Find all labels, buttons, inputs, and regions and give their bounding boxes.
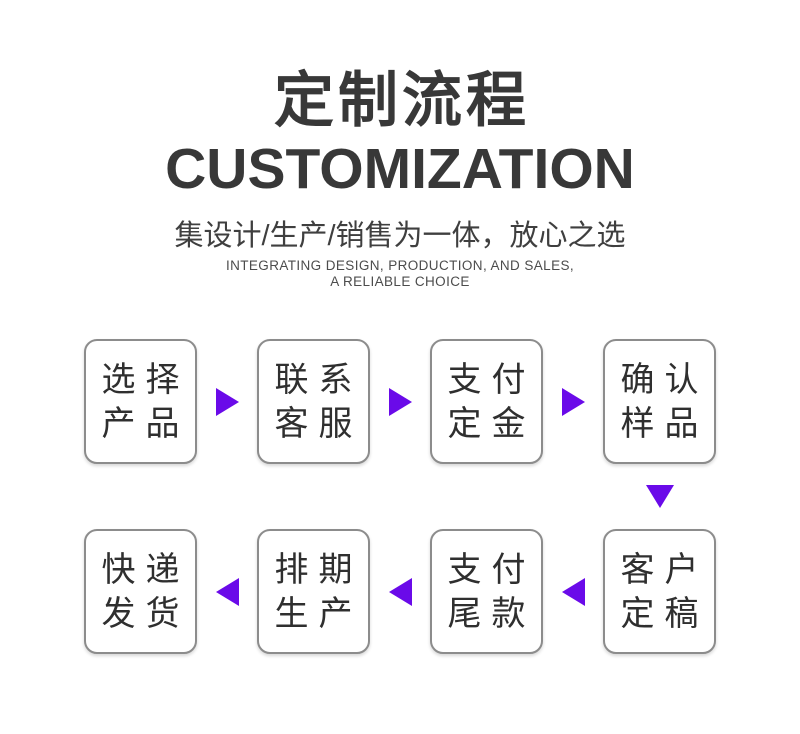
step-label-line2: 生产 [274, 594, 363, 633]
step-label-line1: 选择 [101, 360, 190, 399]
flow-step-pay-deposit: 支付 定金 [430, 339, 543, 464]
subtitle-english-line2: A RELIABLE CHOICE [330, 273, 470, 289]
arrow-down-icon [646, 485, 674, 508]
process-flow-diagram: 选择 产品 联系 客服 支付 定金 确认 样品 [84, 339, 716, 654]
step-label-line2: 定金 [447, 404, 536, 443]
flow-step-client-finalize: 客户 定稿 [603, 529, 716, 654]
step-label-line2: 定稿 [620, 594, 709, 633]
step-label-line1: 联系 [274, 360, 363, 399]
flow-bottom-row: 快递 发货 排期 生产 支付 尾款 客户 定稿 [84, 529, 716, 654]
step-label-line2: 发货 [101, 594, 190, 633]
flow-row-connector [84, 464, 716, 529]
flow-connector [370, 339, 430, 464]
subtitle-english-line1: INTEGRATING DESIGN, PRODUCTION, AND SALE… [225, 258, 575, 273]
arrow-right-icon [561, 387, 585, 416]
arrow-left-icon [561, 577, 585, 606]
step-label-line1: 快递 [101, 550, 190, 589]
flow-step-select-product: 选择 产品 [84, 339, 197, 464]
arrow-left-icon [388, 577, 412, 606]
flow-top-row: 选择 产品 联系 客服 支付 定金 确认 样品 [84, 339, 716, 464]
subtitle-english: INTEGRATING DESIGN, PRODUCTION, AND SALE… [0, 258, 800, 289]
page-title-chinese: 定制流程 [274, 67, 530, 134]
step-label-line1: 支付 [447, 550, 536, 589]
step-label-line1: 支付 [447, 360, 536, 399]
flow-connector [543, 339, 603, 464]
flow-connector [197, 339, 257, 464]
arrow-right-icon [215, 387, 239, 416]
step-label-line2: 产品 [101, 404, 190, 443]
flow-step-confirm-sample: 确认 样品 [603, 339, 716, 464]
header: 定制流程 CUSTOMIZATION 集设计/生产/销售为一体，放心之选 INT… [0, 0, 800, 289]
step-label-line2: 样品 [620, 404, 709, 443]
page-title-english: CUSTOMIZATION [165, 137, 635, 201]
step-label-line1: 排期 [274, 550, 363, 589]
step-label-line1: 客户 [620, 550, 709, 589]
flow-connector [197, 529, 257, 654]
step-label-line2: 尾款 [447, 594, 536, 633]
flow-step-contact-service: 联系 客服 [257, 339, 370, 464]
step-label-line1: 确认 [620, 360, 709, 399]
arrow-left-icon [215, 577, 239, 606]
arrow-right-icon [388, 387, 412, 416]
flow-connector [370, 529, 430, 654]
subtitle-chinese: 集设计/生产/销售为一体，放心之选 [174, 220, 626, 252]
step-label-line2: 客服 [274, 404, 363, 443]
flow-step-pay-balance: 支付 尾款 [430, 529, 543, 654]
flow-connector [543, 529, 603, 654]
flow-step-express-delivery: 快递 发货 [84, 529, 197, 654]
flow-step-schedule-production: 排期 生产 [257, 529, 370, 654]
